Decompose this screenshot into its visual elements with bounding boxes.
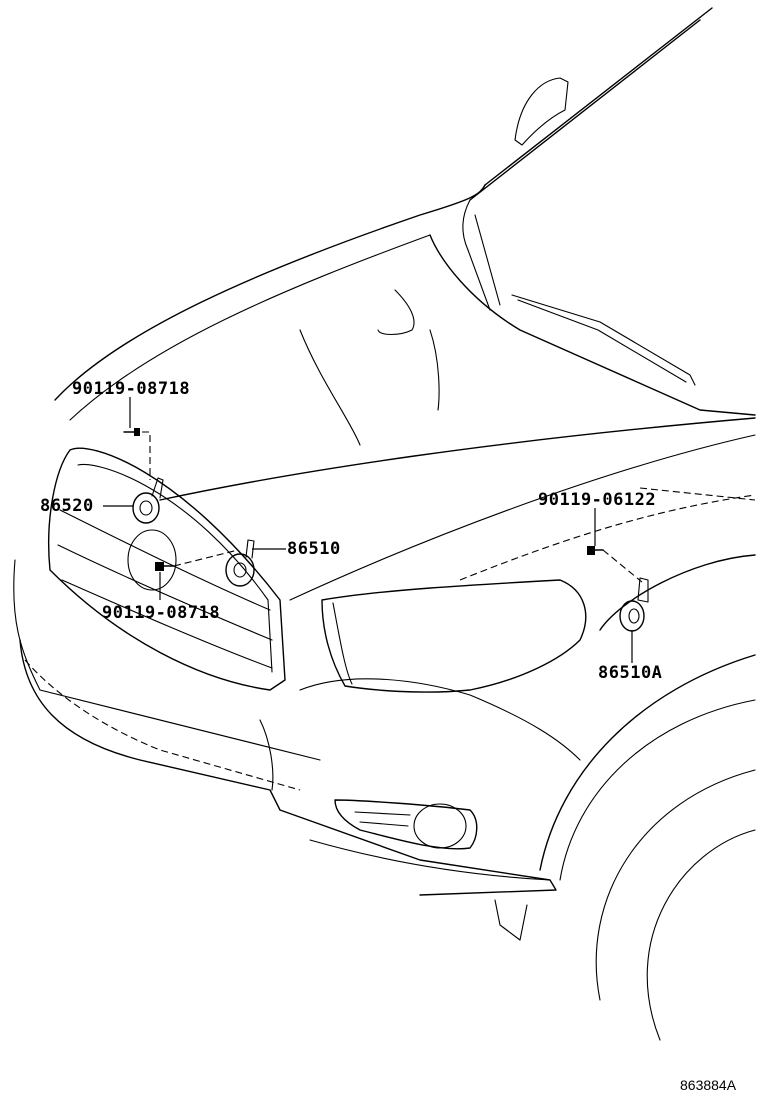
fender-dash xyxy=(459,494,756,581)
hood-front-edge xyxy=(159,417,756,501)
hood-rear-edge xyxy=(429,234,756,416)
headlamp-inner xyxy=(332,602,353,685)
callout-bolt-lower: 90119-08718 xyxy=(102,603,221,623)
windshield-edge xyxy=(484,7,713,186)
side-mirror xyxy=(514,77,569,146)
cowl-line-2 xyxy=(474,214,501,306)
bolt-upper xyxy=(123,428,140,436)
bumper-corner xyxy=(259,719,274,791)
horn-86510A xyxy=(619,577,649,632)
cowl-line xyxy=(467,249,491,311)
lower-bracket xyxy=(494,899,528,941)
emblem xyxy=(127,529,177,591)
callout-bolt-right: 90119-06122 xyxy=(538,490,657,510)
hood-contour-3 xyxy=(429,329,440,411)
tire xyxy=(595,769,756,1001)
rim xyxy=(646,829,756,1041)
grille-bar-2 xyxy=(57,544,273,641)
wheel-arch-inner xyxy=(559,699,756,881)
callout-86520: 86520 xyxy=(40,496,94,516)
grille-frame-inner xyxy=(77,463,273,673)
bumper-upper xyxy=(19,639,557,896)
fender-line xyxy=(289,434,756,601)
wiper-2 xyxy=(517,299,687,383)
fender-dash-2 xyxy=(639,487,756,501)
hood-contour xyxy=(299,329,361,446)
grille-bar-1 xyxy=(59,509,271,611)
hood-edge xyxy=(54,184,486,401)
bumper-dash xyxy=(24,659,301,791)
hood-crease xyxy=(69,234,431,421)
horn-86520 xyxy=(132,477,164,524)
bumper-lower xyxy=(309,839,551,881)
bolt-upper-leader xyxy=(142,431,151,480)
bolt-right xyxy=(587,546,604,555)
fog-lamp-lines xyxy=(354,811,411,827)
bolt-right-leader xyxy=(602,549,643,583)
bolt-lower-leader xyxy=(173,549,239,567)
bumper-mid xyxy=(13,559,321,761)
grille-bar-3 xyxy=(61,579,273,669)
headlamp xyxy=(321,579,587,693)
diagram-id: 863884A xyxy=(680,1077,737,1093)
fog-lamp-housing xyxy=(334,799,478,850)
wiper xyxy=(511,294,696,386)
callout-86510A: 86510A xyxy=(598,663,663,683)
wheel-arch-edge xyxy=(599,554,756,631)
callout-86510: 86510 xyxy=(287,539,341,559)
wheel-arch xyxy=(539,654,756,871)
bolt-lower xyxy=(155,562,175,571)
fog-lamp xyxy=(413,803,467,849)
callout-bolt-upper: 90119-08718 xyxy=(72,379,191,399)
a-pillar xyxy=(462,199,471,251)
windshield-edge-inner xyxy=(469,19,701,201)
hood-contour-2 xyxy=(377,289,415,336)
grille-frame xyxy=(48,447,286,691)
bumper-fascia xyxy=(299,678,581,761)
